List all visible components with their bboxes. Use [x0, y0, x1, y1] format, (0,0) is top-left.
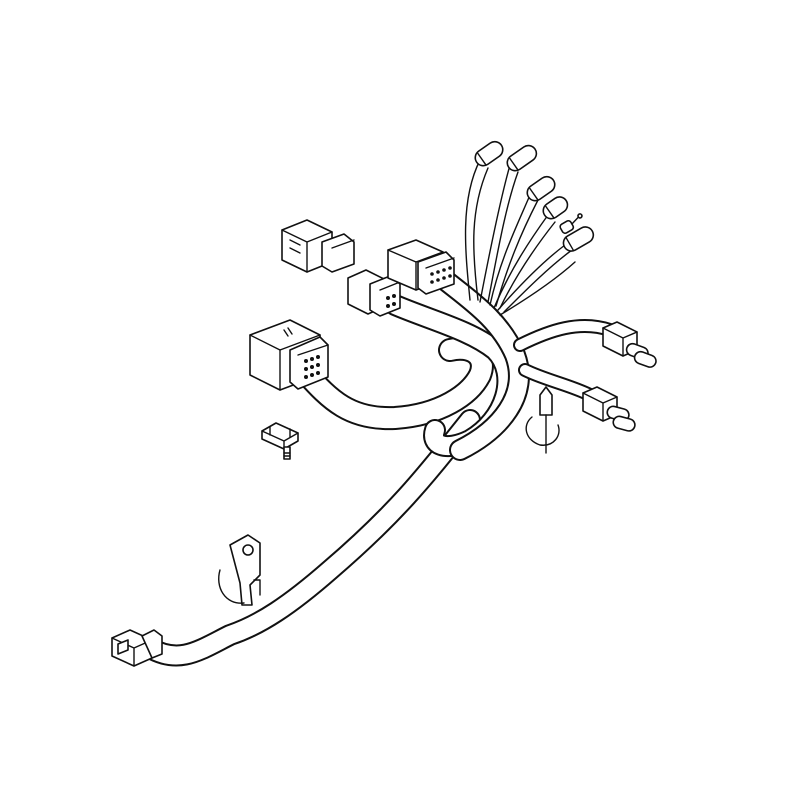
terminal-sleeve-2 — [506, 144, 538, 172]
two-pin-connector-left — [281, 219, 355, 273]
terminal-sleeve-1 — [474, 140, 504, 167]
pigtail-connector-lower — [582, 386, 636, 432]
terminal-sleeve-3 — [526, 175, 556, 202]
mounting-bracket — [218, 534, 261, 606]
terminal-sleeve-6 — [562, 226, 595, 252]
end-connector — [111, 629, 163, 667]
flat-multi-pin-connector — [387, 239, 455, 295]
terminal-sleeve-4 — [542, 196, 569, 220]
ring-terminal-leads — [474, 140, 595, 252]
terminal-pin-5 — [559, 213, 583, 235]
loose-terminal-clip — [261, 422, 299, 460]
harness-wires — [139, 159, 617, 667]
large-rectangular-connector — [249, 319, 329, 391]
pigtail-connector-upper — [602, 321, 657, 368]
push-pin-clip — [525, 386, 560, 454]
main-trunk-wire — [139, 409, 481, 667]
terminal-lead-bundle — [464, 159, 576, 316]
round-multi-pin-connector — [347, 269, 401, 317]
